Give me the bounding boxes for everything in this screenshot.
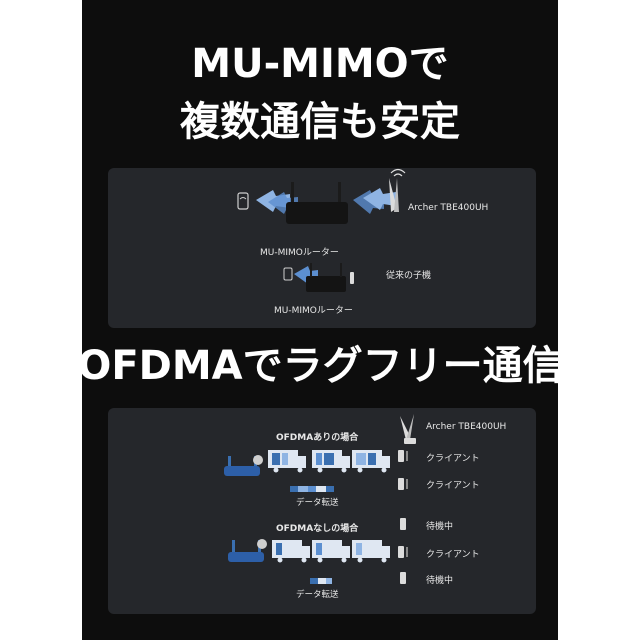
ofdma-with-title: OFDMAありの場合 [276, 433, 359, 443]
headline-stable: 複数通信も安定 [180, 99, 460, 145]
router-icon [228, 539, 267, 562]
data-transfer-label-1: データ転送 [296, 498, 339, 508]
right-list-item: 待機中 [426, 576, 454, 586]
right-list-item: 待機中 [426, 522, 454, 532]
data-transfer-label-2: データ転送 [296, 590, 339, 600]
mumimo-panel: MU-MIMOルーター Archer TBE400UH 従来の子機 MU-MIM… [108, 168, 536, 328]
adapter-antenna-icon [389, 168, 406, 212]
router-label-top: MU-MIMOルーター [260, 248, 339, 258]
signal-arrow-right-icon [353, 188, 396, 214]
router-icon [224, 455, 263, 476]
right-list-item: クライアント [426, 481, 480, 491]
truck-icon [312, 450, 350, 473]
truck-icon [312, 540, 350, 563]
client-device-icon [398, 546, 408, 558]
ofdma-adapter-label: Archer TBE400UH [426, 422, 507, 432]
mumimo-illustration [237, 168, 406, 292]
router-label-bottom: MU-MIMOルーター [274, 306, 353, 316]
adapter-label: Archer TBE400UH [408, 203, 489, 213]
client-device-icon [398, 450, 408, 462]
headline-ofdma: OFDMAでラグフリー通信 [77, 343, 563, 389]
standby-device-icon [400, 518, 406, 530]
adapter-antenna-icon [400, 414, 416, 444]
signal-arrow-left-icon [256, 190, 298, 214]
ofdma-without-title: OFDMAなしの場合 [276, 524, 359, 534]
legacy-label: 従来の子機 [386, 271, 432, 281]
truck-icon [268, 450, 306, 473]
ofdma-illustration [224, 414, 416, 584]
headline-mumimo: MU-MIMOで [191, 41, 449, 87]
legacy-device-icon [283, 263, 354, 292]
router-icon [286, 182, 348, 224]
ofdma-panel: Archer TBE400UH OFDMAありの場合 データ転送 OFDMAなし… [108, 408, 536, 614]
right-list-item: クライアント [426, 454, 480, 464]
client-device-icon [398, 478, 408, 490]
right-list-item: クライアント [426, 550, 480, 560]
phone-icon [237, 192, 249, 210]
truck-icon [272, 540, 310, 563]
standby-device-icon [400, 572, 406, 584]
truck-icon [352, 450, 390, 473]
data-bar-icon [310, 578, 332, 584]
data-bar-icon [290, 486, 334, 492]
truck-icon [352, 540, 390, 563]
